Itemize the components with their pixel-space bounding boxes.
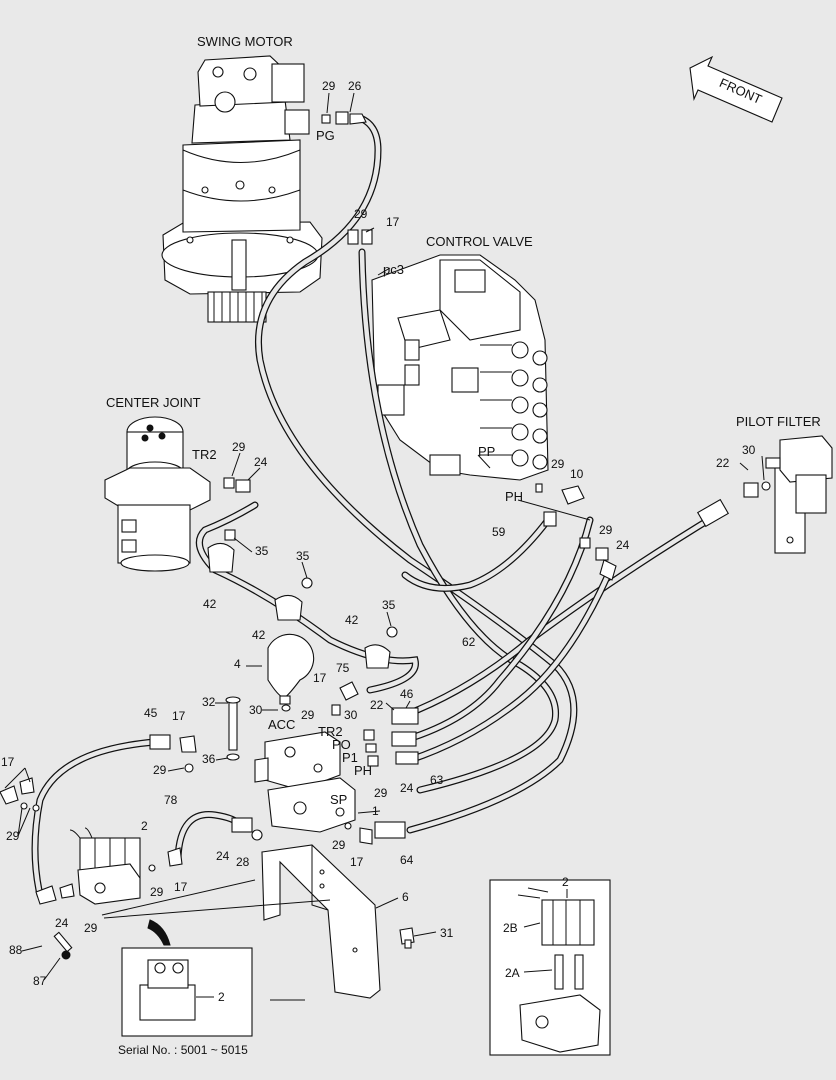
pn-59: 59	[492, 525, 506, 539]
pn-26-motor: 26	[348, 79, 362, 93]
pn-24-cj: 24	[254, 455, 268, 469]
hose-pp	[401, 516, 594, 744]
pn-62: 62	[462, 635, 476, 649]
pn-63: 63	[430, 773, 444, 787]
pn-30-acc: 30	[249, 703, 263, 717]
port-po: PO	[332, 737, 351, 752]
spool-caps	[511, 341, 548, 470]
port-p1: P1	[342, 750, 358, 765]
pn-78: 78	[164, 793, 178, 807]
pn-29-pp: 29	[551, 457, 565, 471]
port-sp: SP	[330, 792, 347, 807]
pn-42-a: 42	[203, 597, 217, 611]
pn-2-inset: 2	[562, 875, 569, 889]
hose-pc3	[358, 248, 560, 794]
pn-6: 6	[402, 890, 409, 904]
serial-inset	[121, 919, 253, 1037]
pn-29-ph: 29	[599, 523, 613, 537]
pn-88: 88	[9, 943, 23, 957]
swing-motor-title: SWING MOTOR	[197, 34, 293, 49]
pn-29-left: 29	[6, 829, 20, 843]
bracket-6	[261, 844, 415, 999]
manifold-block	[254, 731, 356, 833]
port-pp: PP	[478, 444, 495, 459]
pn-29-tr: 29	[301, 708, 315, 722]
control-valve: CONTROL VALVE	[371, 234, 549, 481]
center-joint: CENTER JOINT	[104, 395, 211, 572]
leader-lines	[4, 267, 591, 1001]
pn-24-sol: 24	[55, 916, 69, 930]
pn-35-b: 35	[296, 549, 310, 563]
pn-29-cv: 29	[354, 207, 368, 221]
pn-24-ph: 24	[616, 538, 630, 552]
port-labels: PG pc3 TR2 PP PH ACC TR2 PO P1 PH SP	[192, 128, 523, 807]
pn-42-b: 42	[252, 628, 266, 642]
hose-45	[31, 738, 159, 899]
pn-36: 36	[202, 752, 216, 766]
pn-2b: 2B	[503, 921, 518, 935]
pn-46: 46	[400, 687, 414, 701]
hose-78	[174, 811, 244, 862]
pn-31: 31	[440, 926, 454, 940]
center-joint-title: CENTER JOINT	[106, 395, 201, 410]
pn-17-sol: 17	[174, 880, 188, 894]
pn-28: 28	[236, 855, 250, 869]
port-tr2-joint: TR2	[192, 447, 217, 462]
port-pc3: pc3	[383, 262, 404, 277]
port-tr2-block: TR2	[318, 724, 343, 739]
label-leaders	[21, 92, 765, 998]
swing-motor: SWING MOTOR	[161, 34, 323, 323]
pn-29-sol: 29	[150, 885, 164, 899]
hose-ph	[406, 571, 612, 764]
front-arrow: FRONT	[689, 55, 783, 123]
port-pg: PG	[316, 128, 335, 143]
pn-30-po: 30	[344, 708, 358, 722]
part-number-labels: 29 26 29 17 29 24 35 42 35 42 42 35 29 1…	[1, 79, 756, 1004]
pn-42-c: 42	[345, 613, 359, 627]
exploded-inset	[489, 879, 611, 1056]
pilot-filter: PILOT FILTER	[736, 414, 833, 554]
pn-17-45: 17	[172, 709, 186, 723]
pn-29-blk: 29	[153, 763, 167, 777]
pn-10: 10	[570, 467, 584, 481]
pn-29-p1: 29	[374, 786, 388, 800]
fittings	[0, 111, 771, 960]
pn-35-c: 35	[382, 598, 396, 612]
pn-17-left: 17	[1, 755, 15, 769]
pn-87: 87	[33, 974, 47, 988]
pn-30-pf: 30	[742, 443, 756, 457]
pn-17-cv: 17	[386, 215, 400, 229]
port-acc: ACC	[268, 717, 295, 732]
pn-17-acc: 17	[313, 671, 327, 685]
port-ph-valve: PH	[505, 489, 523, 504]
pn-2a: 2A	[505, 966, 520, 980]
pn-22-pf: 22	[716, 456, 730, 470]
pn-75: 75	[336, 661, 350, 675]
pn-29-sp: 29	[332, 838, 346, 852]
pn-4: 4	[234, 657, 241, 671]
pn-2-serial: 2	[218, 990, 225, 1004]
pn-24-p1: 24	[400, 781, 414, 795]
pilot-filter-title: PILOT FILTER	[736, 414, 821, 429]
pn-24-78: 24	[216, 849, 230, 863]
control-valve-title: CONTROL VALVE	[426, 234, 533, 249]
serial-note: Serial No. : 5001 ~ 5015	[118, 1043, 248, 1057]
pn-35-a: 35	[255, 544, 269, 558]
solenoid-valve	[69, 827, 141, 905]
pn-32: 32	[202, 695, 216, 709]
pn-2: 2	[141, 819, 148, 833]
hose-59	[401, 516, 552, 592]
pn-29-motor: 29	[322, 79, 336, 93]
pn-17-sp: 17	[350, 855, 364, 869]
hose-62	[401, 509, 724, 719]
pn-29-cj: 29	[232, 440, 246, 454]
pn-45: 45	[144, 706, 158, 720]
port-ph-block: PH	[354, 763, 372, 778]
pn-29-sol2: 29	[84, 921, 98, 935]
hose-motor-pg	[254, 114, 578, 834]
pn-64: 64	[400, 853, 414, 867]
pn-22-po: 22	[370, 698, 384, 712]
